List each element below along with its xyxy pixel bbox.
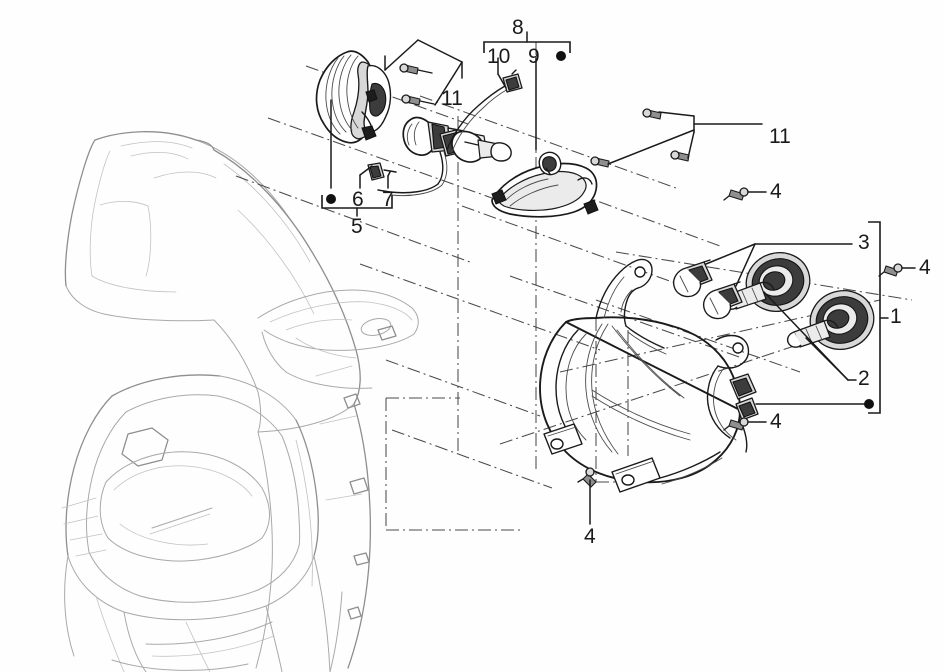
bracket-group-5 xyxy=(321,99,393,217)
callout-7: 7 xyxy=(382,188,394,211)
callout-8: 8 xyxy=(512,16,524,39)
callout-6: 6 xyxy=(352,188,364,211)
fixing-screw-4-top xyxy=(723,187,767,201)
callout-11-left: 11 xyxy=(441,87,463,110)
callout-4-bottom: 4 xyxy=(584,525,596,548)
callout-4-top: 4 xyxy=(770,180,782,203)
callout-5: 5 xyxy=(351,215,363,238)
headlight-bulb-right-2 xyxy=(786,290,875,350)
connector-cable-10 xyxy=(446,69,523,153)
indicator-lamp-holder-9 xyxy=(439,129,512,163)
callout-4-right: 4 xyxy=(919,256,931,279)
bulb-leaders-2 xyxy=(763,291,857,381)
scooter-front-fairing-ghost xyxy=(61,131,419,672)
bracket-group-1 xyxy=(755,221,889,414)
position-lamp-bulbs-3 xyxy=(672,243,853,320)
callout-11-right: 11 xyxy=(769,125,791,148)
callout-3: 3 xyxy=(858,231,870,254)
indicator-fixing-screws-11 xyxy=(384,39,763,168)
callout-1: 1 xyxy=(890,305,902,328)
fixing-screw-4-lower-right xyxy=(723,417,767,431)
right-turn-indicator-lens xyxy=(491,151,599,218)
callout-4-lower-right: 4 xyxy=(770,410,782,433)
fixing-screw-4-right xyxy=(878,263,916,277)
callout-2: 2 xyxy=(858,367,870,390)
left-turn-indicator-lens xyxy=(315,50,392,144)
bracket-group-8 xyxy=(483,31,571,151)
fixing-screw-4-bottom xyxy=(577,467,597,525)
headlight-assembly xyxy=(539,258,759,493)
callout-9: 9 xyxy=(528,45,540,68)
callout-10: 10 xyxy=(487,45,511,68)
